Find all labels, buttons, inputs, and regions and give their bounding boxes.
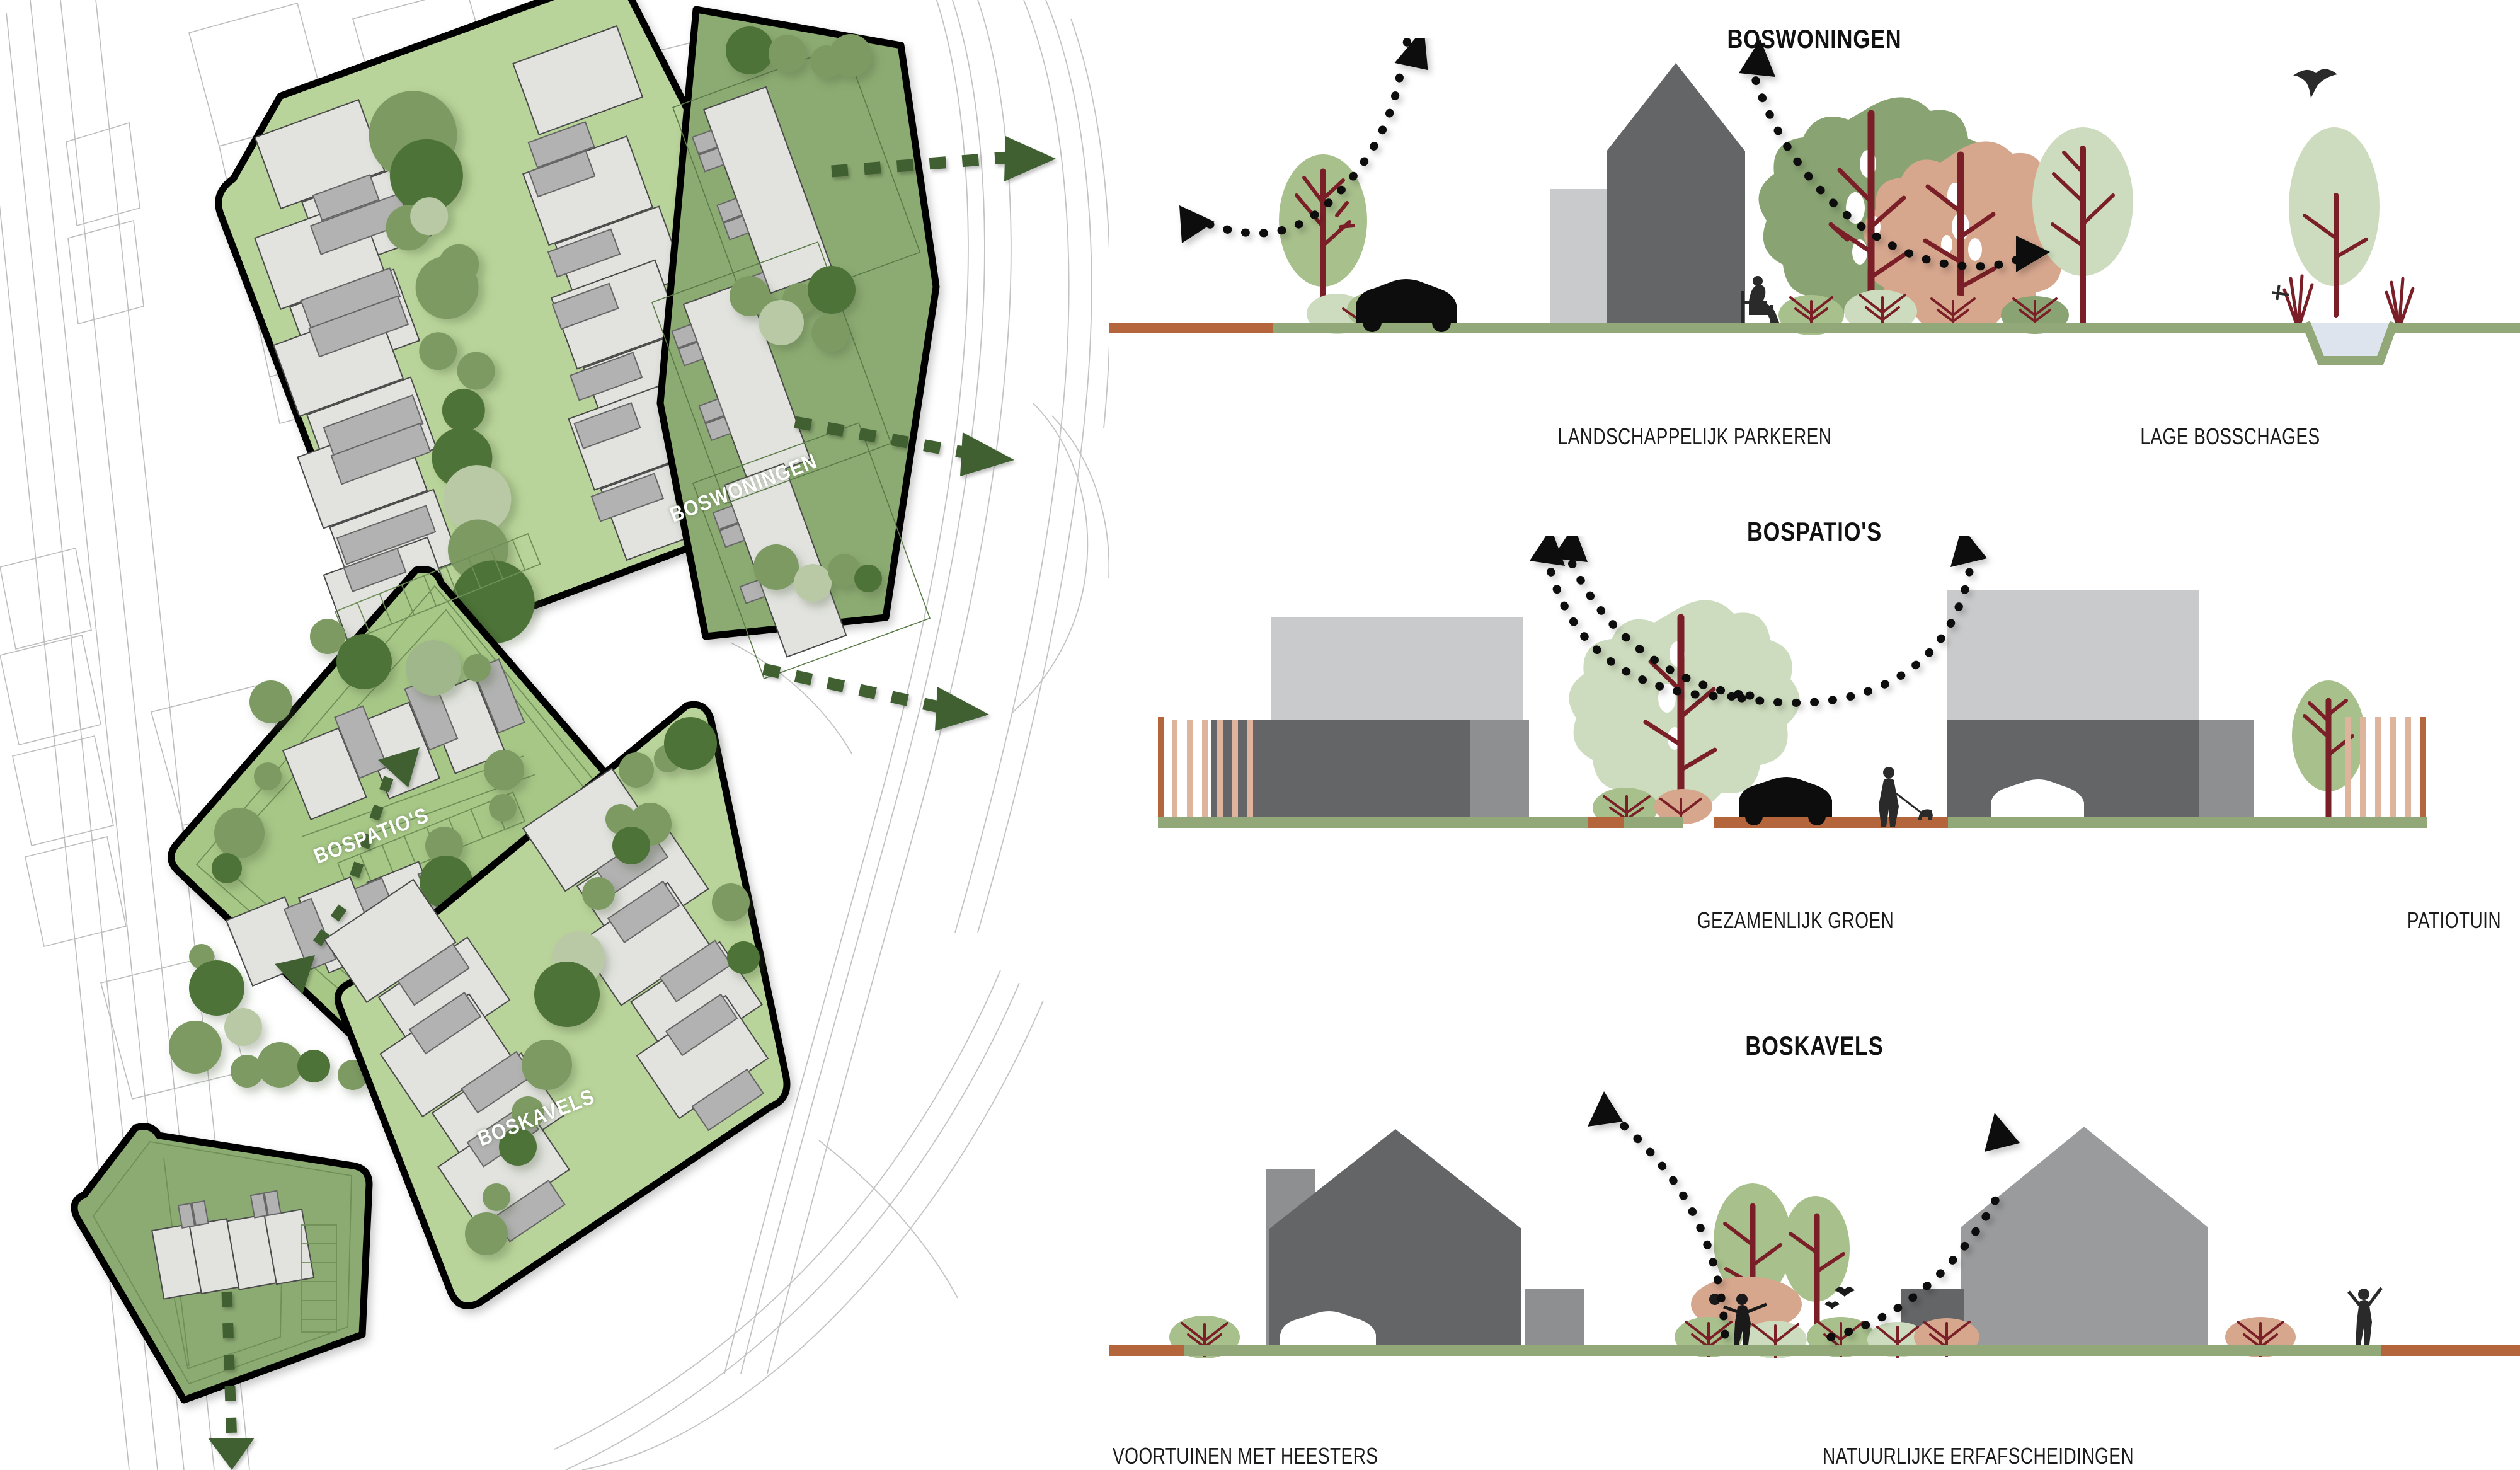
- tree-trunk-group: [1295, 110, 2368, 326]
- carport-with-white-car: [1991, 779, 2084, 820]
- zone1-trees: [369, 91, 535, 644]
- wooden-slat-fence: [2345, 717, 2426, 823]
- section-bospatios: BOSPATIO'S: [1109, 498, 2520, 977]
- site-plan-map[interactable]: BOSWONINGEN BOSPATIO'S BOSKAVELS: [0, 0, 1109, 1470]
- site-plan-svg: [0, 0, 1109, 1470]
- gable-house-dark: [1266, 1129, 1584, 1352]
- wooden-slat-fence: [1158, 717, 1253, 823]
- grass-strip: [1273, 323, 2306, 333]
- zone1-buildings: [254, 25, 731, 647]
- person-playing: [1709, 1294, 1767, 1345]
- gable-house: [1550, 63, 1745, 329]
- bospatios-flow-arrows: [275, 747, 420, 994]
- section-canvas-bospatios: [1109, 536, 2520, 863]
- gable-house-light: [1901, 1127, 2208, 1352]
- flow-arrow-dotted: [1739, 39, 2050, 272]
- grass-strip: [1948, 817, 2427, 828]
- parked-car: [1356, 279, 1457, 332]
- boskavels-trees: [465, 717, 760, 1255]
- white-car: [1280, 1311, 1376, 1352]
- section-boswoningen: BOSWONINGEN: [1109, 0, 2520, 479]
- dragonfly: [2271, 284, 2290, 301]
- bench-with-person: [1741, 276, 1779, 323]
- wadi-water-basin: [2301, 321, 2398, 365]
- section-boskavels: BOSKAVELS: [1109, 1002, 2520, 1470]
- grass-strip: [1184, 1345, 2381, 1356]
- person-waving: [2347, 1287, 2383, 1345]
- caption-gezamenlijk-groen: GEZAMENLIJK GROEN: [1697, 907, 1894, 933]
- south-block-interior: [92, 1141, 352, 1385]
- flying-bird: [2293, 69, 2337, 98]
- caption-natuurlijke-erfafscheidingen: NATUURLIJKE ERFAFSCHEIDINGEN: [1822, 1443, 2134, 1469]
- patio-block-left: [1211, 617, 1529, 820]
- flow-arrow-dotted: [1530, 536, 1755, 701]
- terracotta-path: [2381, 1345, 2520, 1356]
- parked-car-black: [1739, 777, 1832, 825]
- bospatios-svg: [1158, 536, 2427, 828]
- boswoningen-svg: [1109, 38, 2520, 365]
- center-tree: [1569, 600, 1800, 824]
- person-walking-dog: [1879, 767, 1933, 827]
- patio-block-right: [1947, 590, 2254, 820]
- south-block-flow-arrow: [208, 1291, 255, 1470]
- section-title-bospatios: BOSPATIO'S: [1746, 517, 1882, 546]
- boswoningen-flow-arrows: [762, 136, 1056, 731]
- terracotta-path: [1109, 323, 1273, 333]
- flow-arrow-dotted: [1737, 536, 1987, 707]
- flow-arrow-dotted: [1179, 38, 1428, 243]
- caption-landschappelijk-parkeren: LANDSCHAPPELIJK PARKEREN: [1557, 423, 1832, 449]
- caption-voortuinen-met-heesters: VOORTUINEN MET HEESTERS: [1113, 1443, 1378, 1469]
- flow-arrow-dotted: [1552, 536, 1755, 700]
- grass-strip: [2394, 323, 2520, 333]
- butterfly: [1824, 1287, 1855, 1309]
- flow-arrow-dotted: [1826, 1113, 2020, 1341]
- terracotta-path: [1109, 1345, 1184, 1356]
- patio-tree: [2292, 680, 2365, 824]
- grass-strip: [1158, 817, 1683, 828]
- flow-arrow-dotted: [1588, 1091, 1729, 1339]
- boskavels-svg: [1109, 1091, 2520, 1358]
- terracotta-path: [1714, 817, 1948, 828]
- tree-canopy: [1863, 141, 2073, 332]
- boskavels-buildings: [323, 767, 769, 1243]
- section-title-boskavels: BOSKAVELS: [1745, 1031, 1884, 1060]
- terracotta-path: [1588, 817, 1624, 828]
- section-canvas-boswoningen: [1109, 38, 2520, 391]
- section-canvas-boskavels: [1109, 1052, 2520, 1405]
- caption-patiotuin: PATIOTUIN: [2407, 907, 2501, 933]
- caption-lage-bosschages: LAGE BOSSCHAGES: [2140, 423, 2320, 449]
- section-diagrams-panel: BOSWONINGEN: [1109, 0, 2520, 1470]
- shrub-row: [1169, 1316, 2296, 1358]
- boswoningen-trees: [726, 26, 882, 602]
- reed-group: [2282, 274, 2415, 331]
